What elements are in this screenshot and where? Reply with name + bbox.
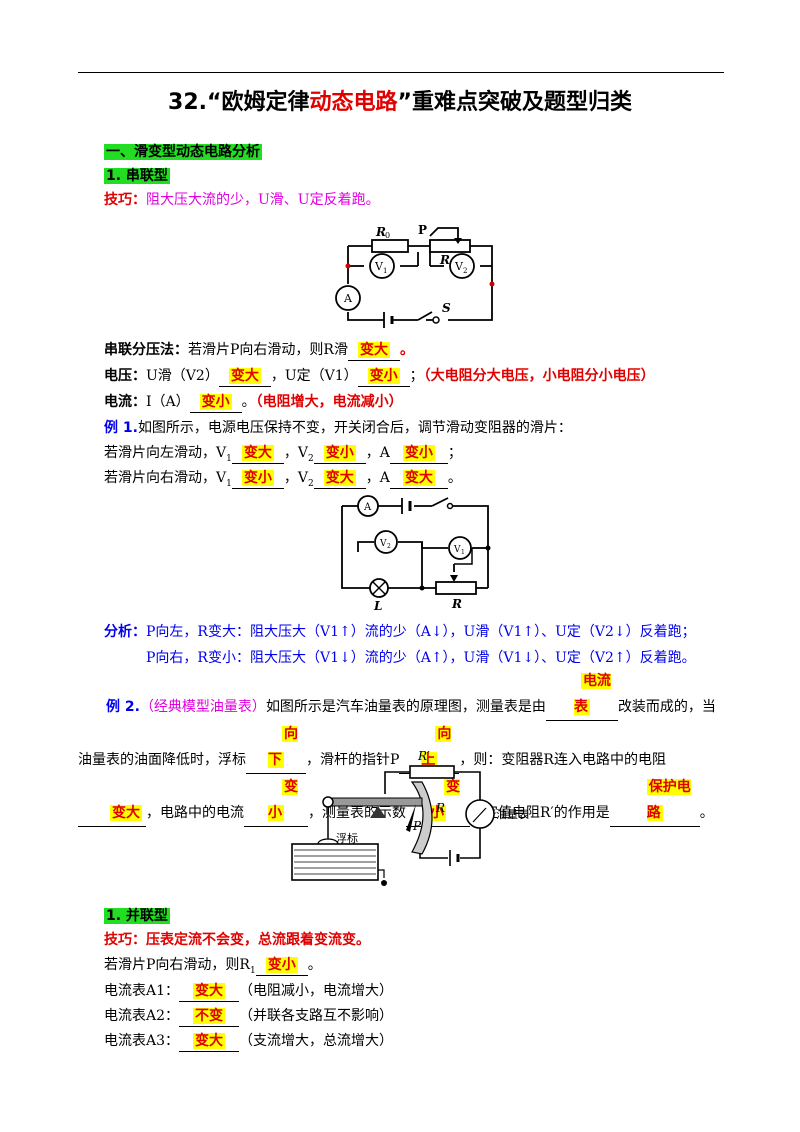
- svg-text:R: R: [435, 801, 445, 815]
- svg-text:2: 2: [387, 543, 391, 550]
- svg-text:P: P: [412, 819, 422, 833]
- top-rule: [78, 72, 724, 73]
- example-1: 例 1.如图所示，电源电压保持不变，开关闭合后，调节滑动变阻器的滑片：: [104, 420, 572, 436]
- analysis-line-1: 分析：P向左，R变大：阻大压大（V1↑）流的少（A↓），U滑（V1↑）、U定（V…: [104, 624, 696, 640]
- label-r0: R: [375, 225, 386, 239]
- svg-text:V: V: [379, 539, 387, 549]
- svg-text:S: S: [442, 301, 451, 315]
- ammeter-a3: 电流表A3：变大（支流增大，总流增大）: [104, 1031, 393, 1052]
- voltage-line: 电压：U滑（V2）变大，U定（V1）变小；（大电阻分大电压，小电阻分小电压）: [104, 366, 655, 387]
- svg-text:2: 2: [463, 267, 467, 275]
- svg-text:1: 1: [383, 267, 387, 275]
- svg-text:R: R: [439, 253, 450, 267]
- current-line: 电流：I（A）变小。（电阻增大，电流减小）: [104, 392, 403, 413]
- ammeter-a1: 电流表A1：变大（电阻减小，电流增大）: [104, 981, 393, 1002]
- svg-text:V: V: [454, 260, 464, 273]
- example-2: 例 2.（经典模型油量表）如图所示是汽车油量表的原理图，测量表是由电流表改装而成…: [78, 668, 724, 827]
- subsection-series: 1. 串联型: [104, 168, 170, 184]
- svg-text:A: A: [343, 292, 353, 305]
- svg-text:P: P: [418, 223, 427, 237]
- analysis-line-2: P向右，R变小：阻大压大（V1↓）流的少（A↑），U滑（V1↓）、U定（V2↑）…: [146, 650, 696, 666]
- svg-text:浮标: 浮标: [336, 831, 358, 845]
- svg-text:R′: R′: [417, 749, 430, 763]
- fuel-gauge-diagram: R′ R P 浮标 油量表: [291, 749, 529, 886]
- series-split-line: 串联分压法：若滑片P向右滑动，则R滑变大。: [104, 340, 414, 361]
- svg-text:油量表: 油量表: [496, 807, 529, 821]
- page-title: 32.“欧姆定律动态电路”重难点突破及题型归类: [168, 90, 632, 115]
- svg-text:1: 1: [461, 549, 465, 556]
- svg-text:0: 0: [385, 231, 390, 240]
- tip-series: 技巧：阻大压大流的少，U滑、U定反着跑。: [104, 192, 380, 208]
- svg-text:L: L: [373, 599, 382, 613]
- subsection-parallel: 1. 并联型: [104, 908, 170, 924]
- svg-text:R: R: [451, 597, 462, 611]
- section-heading: 一、滑变型动态电路分析: [104, 144, 262, 160]
- svg-text:V: V: [453, 545, 461, 555]
- svg-text:A: A: [363, 502, 372, 513]
- svg-text:V: V: [374, 260, 384, 273]
- ammeter-a2: 电流表A2：不变（并联各支路互不影响）: [104, 1006, 393, 1027]
- tip-parallel: 技巧：压表定流不会变，总流跟着变流变。: [104, 932, 370, 948]
